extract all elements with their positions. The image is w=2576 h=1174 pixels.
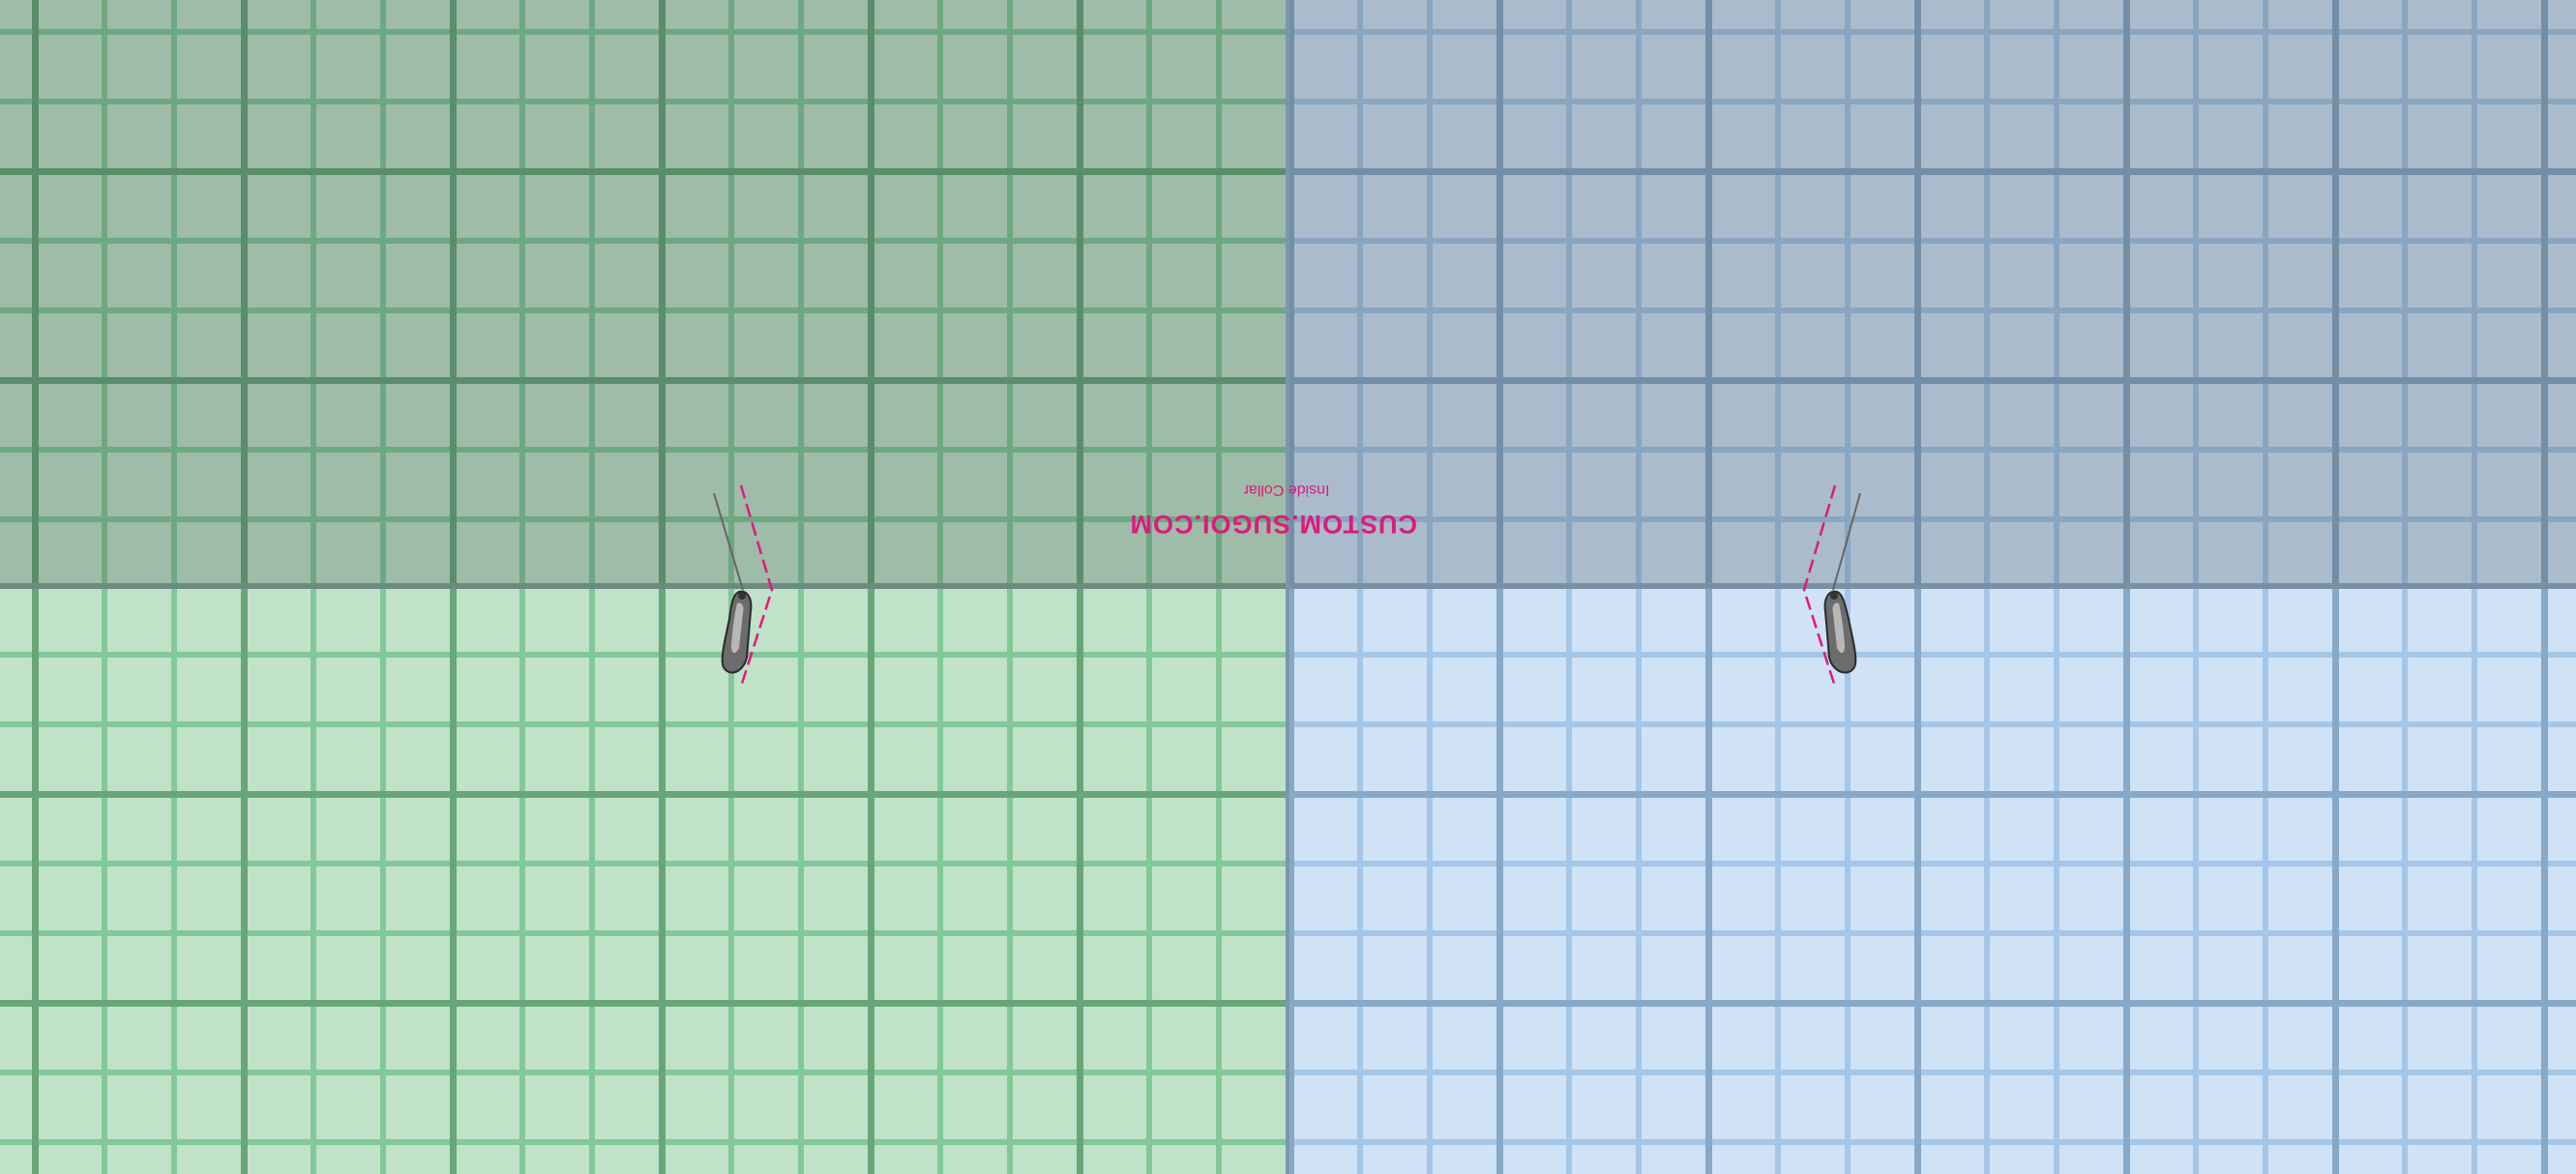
left-lower-panel	[0, 586, 1288, 1174]
left-cord	[713, 492, 744, 591]
right-lower-panel	[1288, 586, 2576, 1174]
inside-collar-label: Inside Collar	[1243, 482, 1330, 498]
zipper-pull-icon[interactable]	[721, 590, 753, 674]
left-collar-guide	[739, 484, 774, 688]
right-upper-panel	[1288, 0, 2576, 586]
left-upper-panel	[0, 0, 1288, 586]
right-collar-guide	[1802, 484, 1837, 688]
right-zipper-assembly	[1802, 484, 1861, 688]
upper-right-overlay	[1288, 0, 2576, 586]
left-zipper-assembly	[713, 484, 774, 688]
center-seam	[1286, 0, 1289, 1174]
brand-label: CUSTOM.SUGOI.COM	[1129, 510, 1417, 539]
zipper-pull-icon[interactable]	[1823, 590, 1857, 674]
right-cord	[1832, 492, 1861, 591]
horizontal-seam-right	[1288, 583, 2576, 589]
upper-left-overlay	[0, 0, 1288, 586]
